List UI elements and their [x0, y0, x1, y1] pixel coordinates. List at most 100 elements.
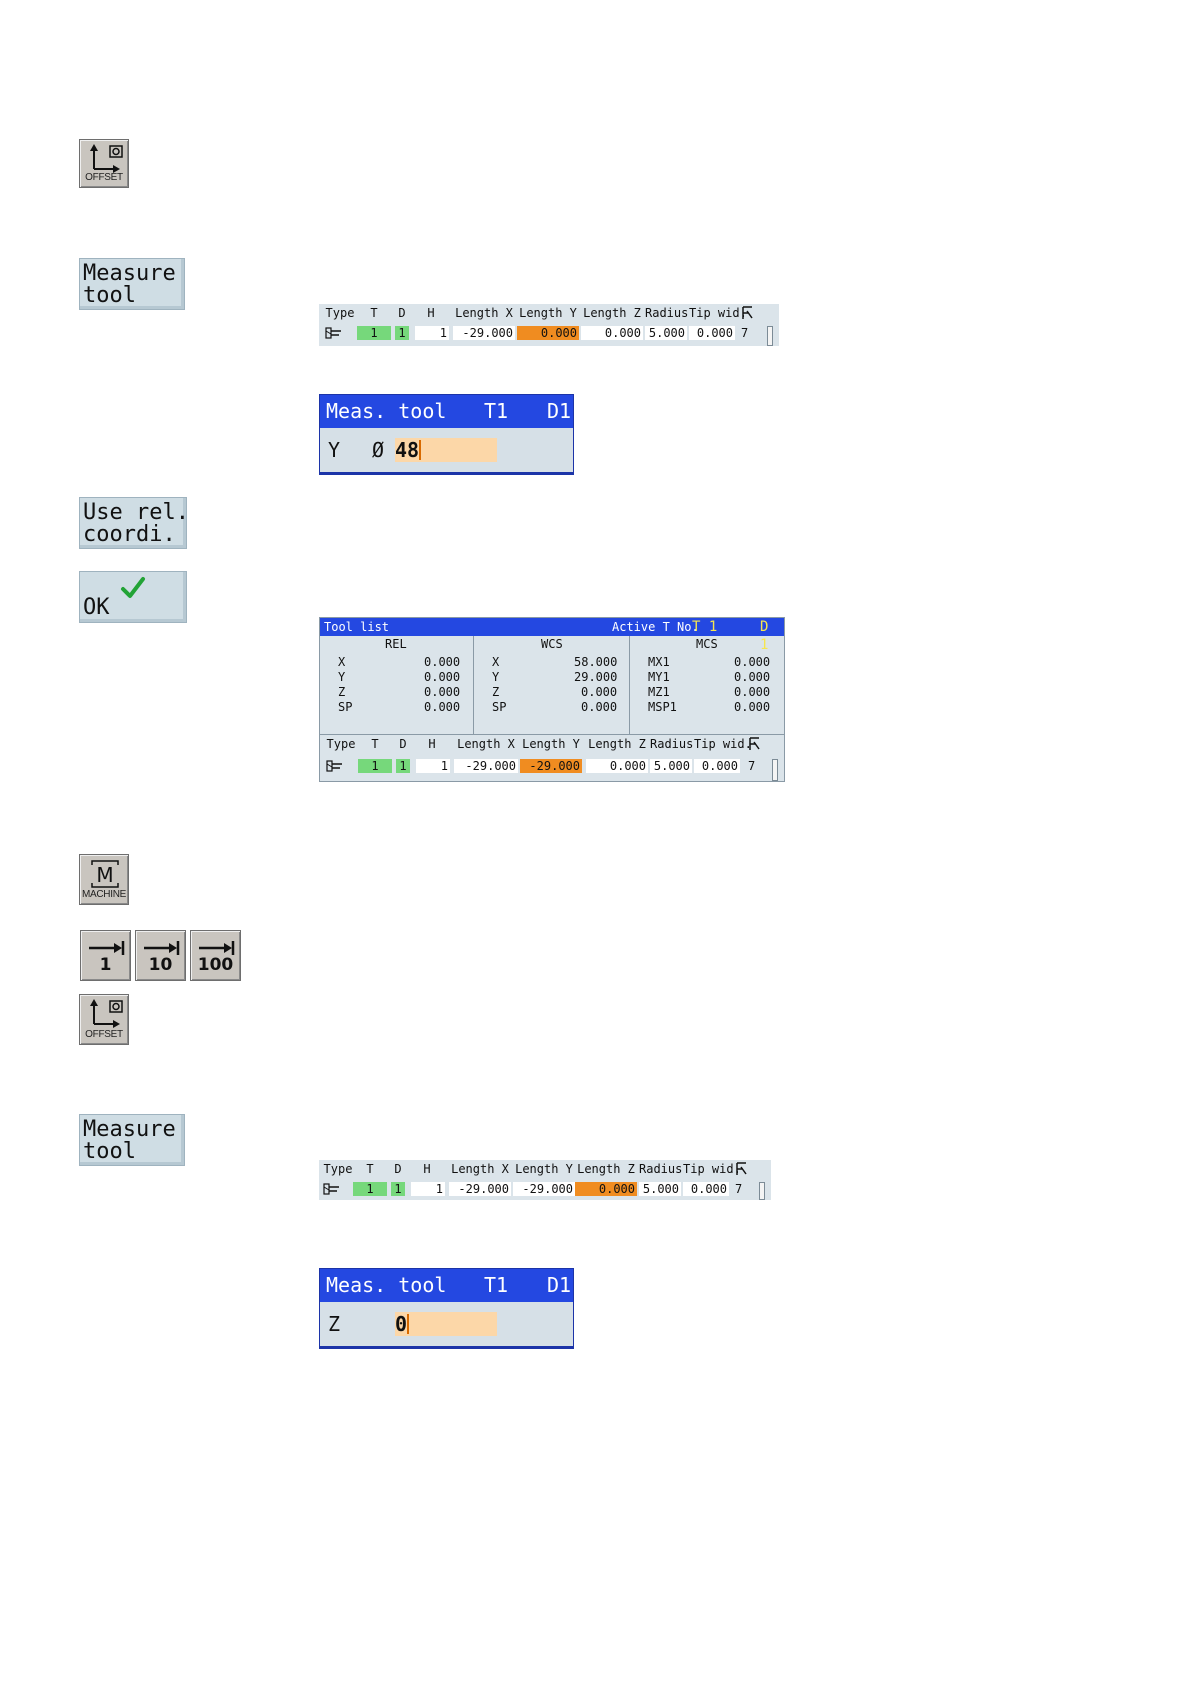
offset-key[interactable]: OFFSET: [79, 994, 129, 1045]
cell-radius[interactable]: 5.000: [650, 759, 692, 773]
wcs-header: WCS: [541, 637, 563, 651]
divider: [320, 734, 784, 735]
cell-tip-width[interactable]: 0.000: [683, 1182, 729, 1196]
axis-label-y: Y: [328, 438, 341, 462]
increment-10-key[interactable]: 10: [135, 930, 186, 981]
mcs-value: 0.000: [734, 655, 771, 669]
col-header-length-z: Length Z: [588, 737, 646, 751]
cell-radius[interactable]: 5.000: [645, 326, 687, 340]
col-header-length-x: Length X: [451, 1162, 509, 1176]
y-value-input[interactable]: 48: [395, 438, 497, 462]
sort-icon[interactable]: [748, 737, 762, 751]
ok-softkey[interactable]: OK: [79, 571, 187, 623]
table-scrollbar[interactable]: [772, 759, 778, 781]
dialog-tool: T1: [484, 1273, 509, 1297]
cell-length-z[interactable]: 0.000: [586, 759, 648, 773]
cell-length-y[interactable]: -29.000: [513, 1182, 575, 1196]
increment-1-key[interactable]: 1: [80, 930, 131, 981]
cell-count: 7: [735, 1182, 743, 1196]
rel-label: X: [338, 655, 346, 669]
mcs-label: MX1: [648, 655, 670, 669]
machine-key-label: MACHINE: [81, 889, 126, 900]
dialog-tool: T1: [484, 399, 509, 423]
divider: [473, 636, 474, 734]
col-header-type: Type: [325, 306, 355, 320]
tool-table-1: Type T D H Length X Length Y Length Z Ra…: [319, 304, 779, 346]
dialog-title: Meas. tool: [326, 399, 447, 423]
diameter-icon: Ø: [372, 438, 385, 462]
col-header-t: T: [370, 306, 378, 320]
checkmark-icon: [121, 577, 145, 598]
wcs-label: SP: [492, 700, 507, 714]
increment-arrow-icon: [144, 941, 180, 955]
rel-header: REL: [385, 637, 407, 651]
drill-tool-type-icon: [323, 1183, 339, 1195]
cell-length-y[interactable]: -29.000: [520, 759, 582, 773]
z-value-input[interactable]: 0: [395, 1312, 497, 1336]
measure-tool-softkey[interactable]: Measure tool: [79, 258, 185, 310]
cell-h[interactable]: 1: [415, 326, 449, 340]
mcs-label: MY1: [648, 670, 670, 684]
measure-tool-softkey[interactable]: Measure tool: [79, 1114, 185, 1166]
table-scrollbar[interactable]: [759, 1182, 765, 1200]
offset-icon: [90, 999, 123, 1028]
cell-d[interactable]: 1: [391, 1182, 405, 1196]
active-tool-label: Active T No.: [612, 620, 699, 634]
increment-arrow-icon: [199, 941, 235, 955]
mcs-value: 0.000: [734, 700, 771, 714]
cell-t[interactable]: 1: [357, 326, 391, 340]
offset-icon: [90, 144, 123, 173]
cell-length-z[interactable]: 0.000: [575, 1182, 637, 1196]
measure-tool-softkey-label: Measure tool: [83, 261, 176, 308]
tool-list-title-bar: Tool list Active T No. T 1 D 1: [320, 618, 784, 653]
machine-key[interactable]: M MACHINE: [79, 854, 129, 905]
cell-t[interactable]: 1: [358, 759, 392, 773]
mcs-value: 0.000: [734, 685, 771, 699]
col-header-type: Type: [323, 1162, 353, 1176]
rel-value: 0.000: [424, 655, 461, 669]
tool-list-title: Tool list: [324, 620, 390, 634]
z-value: 0: [395, 1312, 408, 1336]
cell-tip-width[interactable]: 0.000: [689, 326, 735, 340]
cell-length-z[interactable]: 0.000: [581, 326, 643, 340]
cell-length-x[interactable]: -29.000: [454, 759, 518, 773]
sort-icon[interactable]: [741, 306, 755, 320]
col-header-length-x: Length X: [457, 737, 515, 751]
cell-radius[interactable]: 5.000: [639, 1182, 681, 1196]
table-scrollbar[interactable]: [767, 326, 773, 346]
col-header-radius: Radius: [639, 1162, 683, 1176]
measure-dialog-y: Meas. tool T1 D1 Y Ø 48: [319, 394, 574, 475]
increment-arrow-icon: [89, 941, 125, 955]
col-header-length-y: Length Y: [519, 306, 577, 320]
cell-h[interactable]: 1: [416, 759, 450, 773]
increment-100-key[interactable]: 100: [190, 930, 241, 981]
col-header-length-z: Length Z: [577, 1162, 635, 1176]
use-rel-coordi-softkey-label: Use rel. coordi.: [83, 500, 189, 547]
dialog-edge: D1: [547, 399, 572, 423]
offset-key-label: OFFSET: [85, 1029, 123, 1040]
sort-icon[interactable]: [735, 1162, 749, 1176]
col-header-h: H: [423, 1162, 431, 1176]
offset-key[interactable]: OFFSET: [79, 139, 129, 188]
wcs-label: Y: [492, 670, 500, 684]
cell-tip-width[interactable]: 0.000: [694, 759, 740, 773]
cell-length-x[interactable]: -29.000: [449, 1182, 511, 1196]
offset-key-label: OFFSET: [85, 172, 123, 183]
wcs-label: X: [492, 655, 500, 669]
increment-1-label: 1: [99, 955, 112, 975]
divider: [629, 636, 630, 734]
cell-t[interactable]: 1: [353, 1182, 387, 1196]
cell-d[interactable]: 1: [395, 326, 409, 340]
cell-h[interactable]: 1: [411, 1182, 445, 1196]
measure-tool-softkey-label: Measure tool: [83, 1117, 176, 1164]
dialog-title-bar: Meas. tool T1 D1: [320, 1269, 573, 1302]
mcs-value: 0.000: [734, 670, 771, 684]
cell-d[interactable]: 1: [396, 759, 410, 773]
cell-length-x[interactable]: -29.000: [453, 326, 515, 340]
col-header-h: H: [427, 306, 435, 320]
wcs-label: Z: [492, 685, 500, 699]
cell-count: 7: [748, 759, 756, 773]
cell-length-y[interactable]: 0.000: [517, 326, 579, 340]
use-rel-coordi-softkey[interactable]: Use rel. coordi.: [79, 497, 189, 549]
col-header-length-y: Length Y: [522, 737, 580, 751]
